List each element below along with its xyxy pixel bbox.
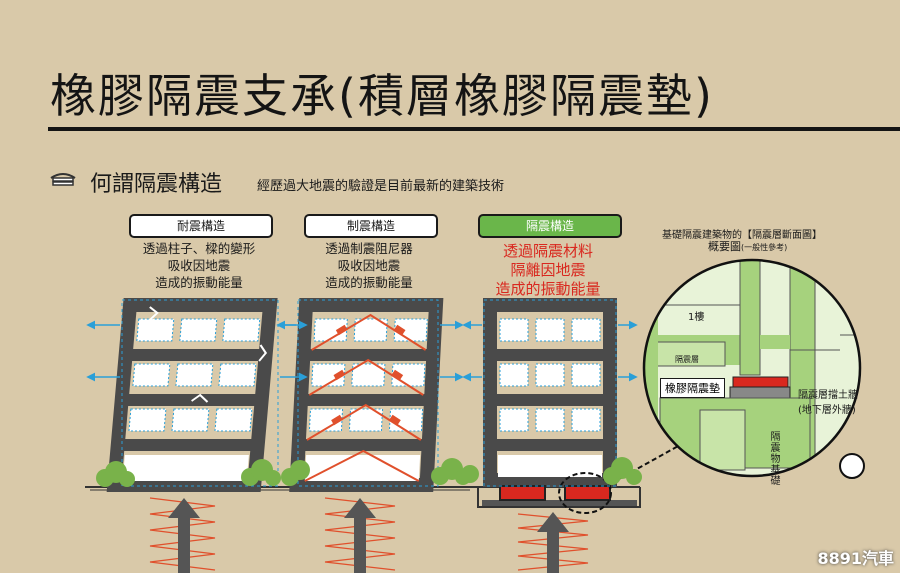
detail-title: 基礎隔震建築物的【隔震層斷面圖】 [662,230,822,241]
panel-desc-damping: 透過制震阻尼器吸收因地震造成的振動能量 [325,241,413,290]
detail-layer-label: 隔震層 [675,355,699,364]
title-underline [48,127,900,131]
panel-desc-earthquake-resistant: 透過柱子、樑的變形吸收因地震造成的振動能量 [142,241,256,290]
detail-pad-label: 橡膠隔震墊 [660,378,725,398]
panel-label-earthquake-resistant: 耐震構造 [129,214,273,238]
section-heading: 何謂隔震構造 [90,172,223,197]
building-damping [289,298,444,492]
building-earthquake-resistant [106,298,278,492]
watermark: 8891汽車 [817,549,894,568]
detail-subtitle: 概要圖(一般性參考) [708,240,788,253]
panel-desc-isolation: 透過隔震材料隔離因地震造成的振動能量 [495,242,601,298]
detail-section-diagram [642,258,865,479]
detail-foundation-label: 隔震物基礎 [770,432,781,487]
building-isolation [483,298,617,487]
section-note: 經歷過大地震的驗證是目前最新的建築技術 [257,179,505,194]
page-title: 橡膠隔震支承(積層橡膠隔震墊) [50,69,714,123]
detail-wall-label: 隔震層擋土牆(地下層外牆) [798,390,858,416]
detail-floor-label: 1樓 [688,312,705,323]
building-icon [50,173,76,186]
panel-label-isolation: 隔震構造 [478,214,622,238]
panel-label-damping: 制震構造 [304,214,438,238]
